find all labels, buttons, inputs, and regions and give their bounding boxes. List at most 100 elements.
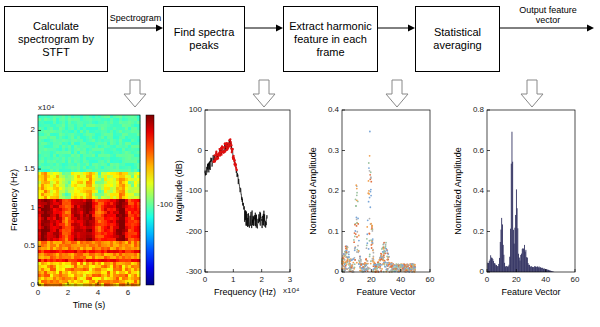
spectrogram-cell bbox=[92, 172, 95, 175]
spectrogram-cell bbox=[128, 268, 131, 271]
spectrogram-cell bbox=[119, 121, 122, 124]
spectrogram-cell bbox=[80, 154, 83, 157]
spectrogram-cell bbox=[95, 145, 98, 148]
spectrogram-cell bbox=[71, 172, 74, 175]
spectrogram-cell bbox=[134, 280, 137, 283]
spectrogram-cell bbox=[86, 151, 89, 154]
spectrogram-cell bbox=[53, 199, 56, 202]
spectrogram-cell bbox=[47, 166, 50, 169]
spectrogram-cell bbox=[56, 256, 59, 259]
spectrogram-cell bbox=[89, 139, 92, 142]
spectrogram-cell bbox=[62, 217, 65, 220]
spectrogram-cell bbox=[86, 202, 89, 205]
spectrogram-cell bbox=[68, 142, 71, 145]
spectrogram-cell bbox=[92, 166, 95, 169]
spectrogram-cell bbox=[65, 178, 68, 181]
spectrogram-cell bbox=[68, 238, 71, 241]
spectrogram-cell bbox=[47, 265, 50, 268]
spectrogram-cell bbox=[113, 187, 116, 190]
spectrogram-cell bbox=[134, 241, 137, 244]
spectrogram-cell bbox=[62, 169, 65, 172]
spectrogram-cell bbox=[71, 253, 74, 256]
spectrogram-cell bbox=[104, 202, 107, 205]
spectrogram-cell bbox=[50, 160, 53, 163]
spectrogram-cell bbox=[131, 181, 134, 184]
spectrogram-cell bbox=[98, 205, 101, 208]
spectrogram-cell bbox=[101, 280, 104, 283]
spectrogram-cell bbox=[125, 145, 128, 148]
spectrogram-cell bbox=[44, 190, 47, 193]
spectrogram-cell bbox=[98, 178, 101, 181]
spectrogram-cell bbox=[44, 148, 47, 151]
spectrogram-cell bbox=[80, 250, 83, 253]
spectrogram-cell bbox=[89, 280, 92, 283]
spectrogram-cell bbox=[95, 214, 98, 217]
spectrogram-cell bbox=[68, 283, 71, 286]
spectrogram-cell bbox=[83, 199, 86, 202]
spectrogram-cell bbox=[77, 253, 80, 256]
spectrogram-cell bbox=[83, 181, 86, 184]
spectrogram-cell bbox=[122, 268, 125, 271]
spectrogram-cell bbox=[107, 196, 110, 199]
spectrogram-cell bbox=[74, 283, 77, 286]
spectrogram-cell bbox=[134, 199, 137, 202]
spectrogram-cell bbox=[125, 151, 128, 154]
spectrogram-cell bbox=[113, 235, 116, 238]
spectrogram-cell bbox=[86, 172, 89, 175]
spectrogram-cell bbox=[62, 172, 65, 175]
spectrogram-cell bbox=[80, 166, 83, 169]
spectrogram-cell bbox=[44, 166, 47, 169]
spectrogram-cell bbox=[98, 271, 101, 274]
spectrogram-cell bbox=[128, 277, 131, 280]
spectrogram-cell bbox=[41, 142, 44, 145]
spectrogram-cell bbox=[95, 190, 98, 193]
spectrogram-cell bbox=[119, 178, 122, 181]
spectrogram-cell bbox=[77, 115, 80, 118]
spectrogram-cell bbox=[104, 184, 107, 187]
spectrogram-cell bbox=[125, 190, 128, 193]
spectrogram-cell bbox=[104, 283, 107, 286]
spectrogram-cell bbox=[107, 238, 110, 241]
spectrogram-cell bbox=[50, 223, 53, 226]
spectrogram-cell bbox=[86, 199, 89, 202]
spectrogram-cell bbox=[131, 154, 134, 157]
spectrogram-cell bbox=[122, 271, 125, 274]
spectrogram-cell bbox=[80, 169, 83, 172]
spectrogram-cell bbox=[86, 214, 89, 217]
spectrogram-cell bbox=[62, 280, 65, 283]
spectrogram-cell bbox=[113, 244, 116, 247]
spectrogram-cell bbox=[119, 274, 122, 277]
spectrogram-cell bbox=[113, 148, 116, 151]
spectrogram-cell bbox=[80, 280, 83, 283]
spectrogram-cell bbox=[119, 217, 122, 220]
spectrogram-cell bbox=[98, 148, 101, 151]
spectrogram-cell bbox=[86, 127, 89, 130]
spectrogram-cell bbox=[104, 244, 107, 247]
spectrogram-cell bbox=[134, 253, 137, 256]
spectrogram-cell bbox=[125, 187, 128, 190]
spectrogram-cell bbox=[107, 259, 110, 262]
spectrogram-cell bbox=[119, 226, 122, 229]
spectrogram-cell bbox=[65, 244, 68, 247]
spectrogram-cell bbox=[74, 205, 77, 208]
spectrogram-cell bbox=[80, 172, 83, 175]
spectrogram-cell bbox=[89, 127, 92, 130]
peak-marker bbox=[223, 147, 225, 149]
spectrogram-cell bbox=[131, 241, 134, 244]
spectrogram-cell bbox=[56, 214, 59, 217]
spectrogram-cell bbox=[62, 151, 65, 154]
spectrogram-cell bbox=[131, 124, 134, 127]
spectrogram-cell bbox=[104, 163, 107, 166]
spectrogram-cell bbox=[134, 130, 137, 133]
spectrogram-cell bbox=[134, 133, 137, 136]
spectrogram-cell bbox=[38, 262, 41, 265]
spectrogram-cell bbox=[59, 220, 62, 223]
spectrogram-cell bbox=[95, 220, 98, 223]
spectrogram-cell bbox=[107, 148, 110, 151]
spectrogram-cell bbox=[56, 163, 59, 166]
spectrogram-cell bbox=[47, 148, 50, 151]
spectrogram-cell bbox=[65, 211, 68, 214]
spectrogram-cell bbox=[41, 241, 44, 244]
spectrogram-cell bbox=[92, 214, 95, 217]
spectrogram-cell bbox=[65, 172, 68, 175]
